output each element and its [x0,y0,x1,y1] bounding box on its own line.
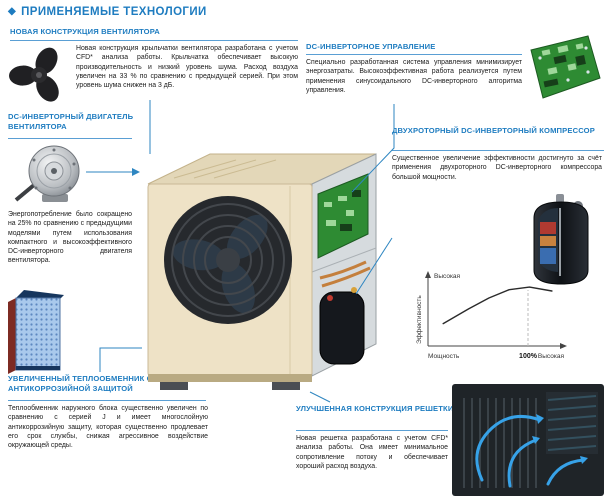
section-body-grille: Новая решетка разработана с учетом CFD* … [296,435,448,470]
section-title-motor: DC-ИНВЕРТОРНЫЙ ДВИГАТЕЛЬ ВЕНТИЛЯТОРА [8,112,134,132]
section-title-fan: НОВАЯ КОНСТРУКЦИЯ ВЕНТИЛЯТОРА [10,27,160,36]
rule-control [306,54,522,55]
page-title-text: ПРИМЕНЯЕМЫЕ ТЕХНОЛОГИИ [21,6,207,18]
grille-photo [452,384,604,496]
section-body-motor: Энергопотребление было сокращено на 25% … [8,211,132,265]
chart-100-label: 100% [519,353,538,360]
section-body-heat-exchanger: Теплообменник наружного блока существенн… [8,405,208,449]
rule-grille [296,430,448,431]
chart-y-top-label: Высокая [434,273,461,280]
section-title-heat-exchanger: УВЕЛИЧЕННЫЙ ТЕПЛООБМЕННИК С АНТИКОРРОЗИЙ… [8,374,153,394]
efficiency-curve [442,286,553,325]
chart-x-axis-label: Мощность [428,353,460,360]
compressor-image [533,194,589,285]
chart-y-axis-label: Эффективность [416,295,423,344]
fan-image [9,47,59,102]
outdoor-unit-illustration [147,153,377,390]
rule-motor [8,138,132,139]
section-body-compressor: Существенное увеличение эффективности до… [392,155,602,181]
heat-exchanger-image [8,290,64,374]
section-title-grille: УЛУЧШЕННАЯ КОНСТРУКЦИЯ РЕШЕТКИ [296,404,454,413]
page-title: ◆ ПРИМЕНЯЕМЫЕ ТЕХНОЛОГИИ [8,6,207,18]
section-body-control: Специально разработанная система управле… [306,59,522,94]
chart-x-right-label: Высокая [538,353,565,360]
motor-image [14,145,80,202]
diamond-icon: ◆ [8,6,17,17]
efficiency-chart: Высокая Эффективность Мощность 100% Высо… [416,271,567,360]
section-title-compressor: ДВУХРОТОРНЫЙ DC-ИНВЕРТОРНЫЙ КОМПРЕССОР [392,126,595,135]
rule-fan [10,40,298,41]
rule-compressor [392,150,604,151]
arrowhead-motor [132,168,140,176]
rule-heat-exchanger [8,400,206,401]
section-title-control: DC-ИНВЕРТОРНОЕ УПРАВЛЕНИЕ [306,42,436,51]
pcb-image [530,35,601,99]
section-body-fan: Новая конструкция крыльчатки вентилятора… [76,45,298,89]
